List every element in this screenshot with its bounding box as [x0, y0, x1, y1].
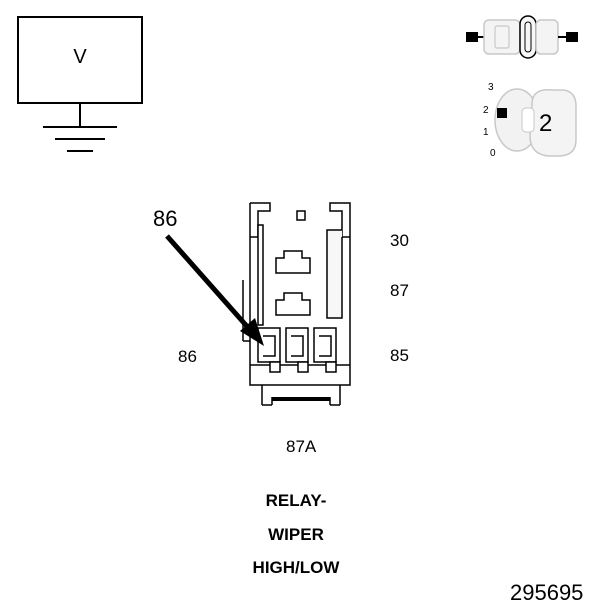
key-position-marker	[497, 108, 507, 118]
relay-title-line-3: HIGH/LOW	[252, 558, 340, 577]
relay-title-line-2: WIPER	[268, 525, 324, 544]
relay-title-line-1: RELAY-	[265, 491, 327, 510]
pin-label-87: 87	[390, 281, 409, 300]
ignition-key-icon	[494, 88, 577, 157]
connector-plug-icon	[466, 15, 578, 59]
pin-label-30: 30	[390, 231, 409, 250]
key-selected-position: 2	[539, 110, 553, 137]
key-position-0: 0	[490, 148, 496, 159]
key-position-1: 1	[483, 127, 489, 138]
pin-label-87a: 87A	[286, 437, 317, 456]
pin-label-85: 85	[390, 346, 409, 365]
callout-pin-label: 86	[153, 206, 178, 231]
relay-connector-body	[242, 202, 351, 406]
callout-arrow	[165, 234, 264, 346]
key-position-2: 2	[483, 105, 489, 116]
pin-label-86: 86	[178, 347, 197, 366]
voltmeter-ground-symbol	[17, 16, 143, 152]
key-position-3: 3	[488, 82, 494, 93]
voltmeter-label: V	[73, 46, 87, 68]
figure-number: 295695	[510, 580, 584, 605]
